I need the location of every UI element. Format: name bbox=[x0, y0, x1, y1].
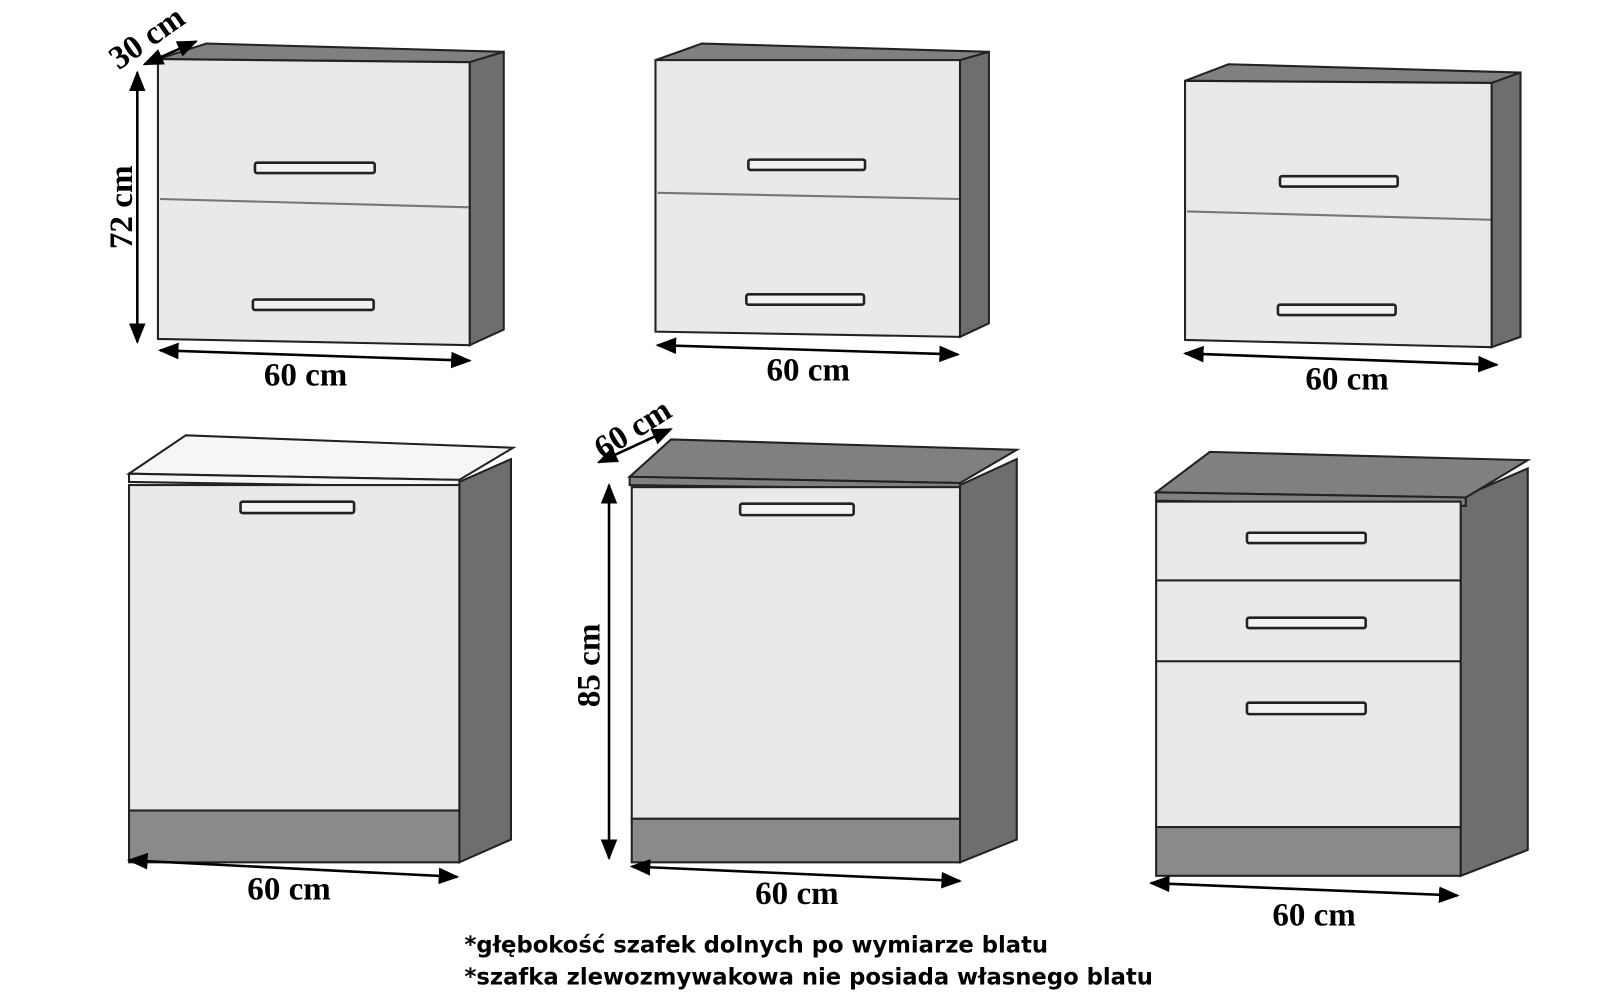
width-arrow bbox=[1148, 875, 1460, 904]
lower-cabinet-3: 60 cm bbox=[1148, 450, 1532, 934]
handle bbox=[1245, 701, 1367, 716]
note-depth: *głębokość szafek dolnych po wymiarze bl… bbox=[465, 932, 1049, 958]
width-label: 60 cm bbox=[1272, 898, 1355, 934]
width-arrow bbox=[157, 342, 472, 369]
width-arrow bbox=[655, 337, 960, 363]
handle bbox=[253, 161, 376, 175]
lower-cabinet-1: 60 cm bbox=[125, 434, 517, 908]
upper-cabinet-2: 60 cm bbox=[654, 42, 990, 388]
note-sink-cabinet: *szafka zlewozmywakowa nie posiada własn… bbox=[465, 965, 1153, 991]
width-arrow bbox=[1182, 345, 1499, 373]
width-label: 60 cm bbox=[767, 352, 850, 388]
handle bbox=[1278, 174, 1399, 188]
width-label: 60 cm bbox=[755, 876, 838, 912]
handle bbox=[1276, 303, 1397, 317]
depth-arrow bbox=[142, 40, 199, 66]
worktop bbox=[1153, 450, 1532, 499]
handle bbox=[1245, 616, 1367, 630]
lower-cabinet-2: 60 cm 85 cm 60 cm bbox=[572, 392, 1021, 912]
upper-cabinet-3: 60 cm bbox=[1182, 63, 1522, 398]
depth-arrow bbox=[596, 427, 673, 464]
height-label: 72 cm bbox=[104, 165, 140, 249]
width-arrow bbox=[126, 852, 460, 885]
worktop bbox=[627, 438, 1021, 485]
handle bbox=[747, 158, 867, 172]
handle bbox=[738, 502, 855, 517]
handle bbox=[251, 298, 375, 312]
worktop bbox=[125, 434, 517, 481]
width-arrow bbox=[629, 859, 963, 889]
width-label: 60 cm bbox=[247, 872, 330, 908]
width-label: 60 cm bbox=[1305, 362, 1388, 398]
handle bbox=[239, 500, 356, 515]
handle bbox=[1245, 531, 1367, 545]
handle bbox=[745, 293, 866, 307]
height-label: 85 cm bbox=[572, 624, 608, 708]
width-label: 60 cm bbox=[264, 358, 347, 394]
upper-cabinet-1: 30 cm 72 cm 60 cm bbox=[103, 0, 505, 394]
drawer-3 bbox=[1155, 660, 1462, 829]
